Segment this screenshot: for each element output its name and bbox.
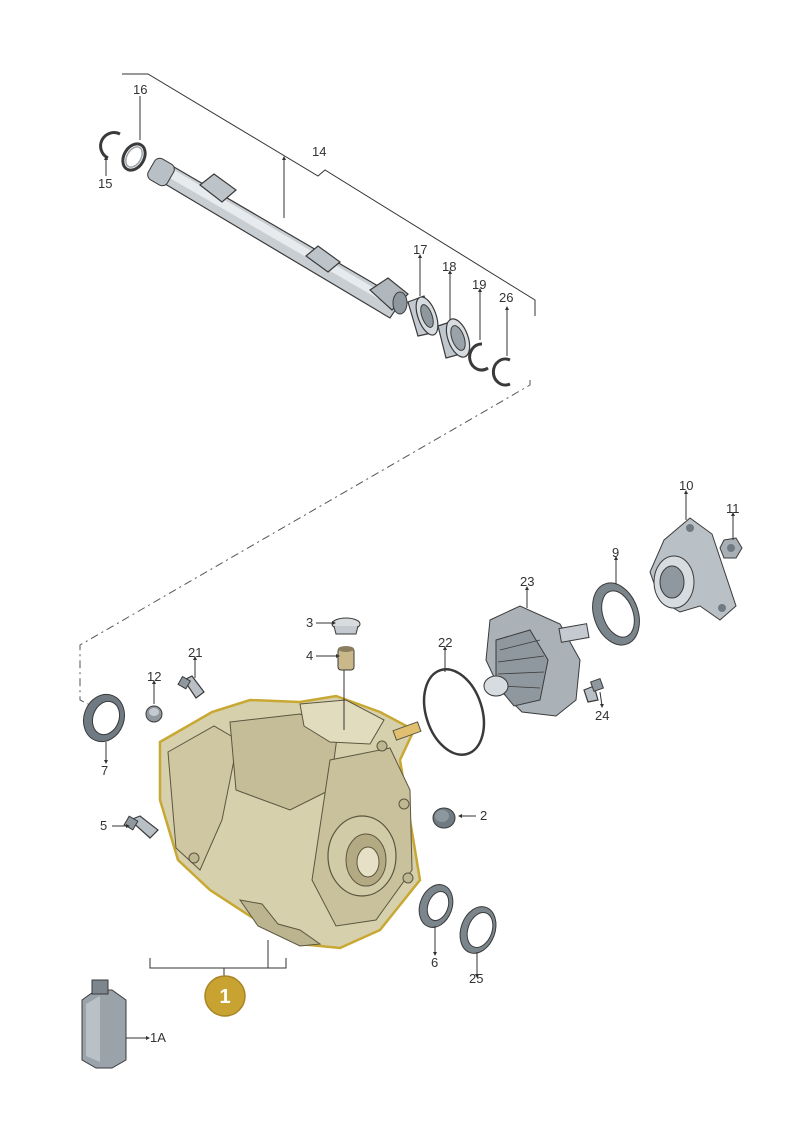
bearing-17[interactable] [407,294,442,338]
label-17: 17 [413,242,427,257]
circlip-26[interactable] [491,357,511,387]
leader-arrowheads [104,156,735,1040]
label-24: 24 [595,708,609,723]
drive-shaft[interactable] [145,156,409,319]
bevel-gear-23[interactable] [483,605,590,717]
leader-lines [105,96,734,1039]
label-25: 25 [469,971,483,986]
output-flange-opening [327,815,397,897]
bolt-21[interactable] [177,675,205,699]
label-3: 3 [306,615,313,630]
drive-flange-10[interactable] [649,517,737,621]
part-badge-1[interactable]: 1 [204,975,246,1017]
bolt-5[interactable] [123,815,159,839]
plug-12[interactable] [145,705,163,723]
label-12: 12 [147,669,161,684]
label-11: 11 [726,501,740,516]
label-19: 19 [472,277,486,292]
badge-1-label: 1 [219,986,230,1008]
shaft-seal-7[interactable] [77,689,131,748]
circlip-19[interactable] [468,342,489,372]
label-14: 14 [312,144,326,159]
label-9: 9 [612,545,619,560]
label-10: 10 [679,478,693,493]
nut-11[interactable] [719,537,743,559]
label-21: 21 [188,645,202,660]
bearing-18[interactable] [437,316,474,360]
o-ring-22[interactable] [414,662,494,763]
circlip-15[interactable] [99,131,121,160]
label-18: 18 [442,259,456,274]
part-labels: 16 15 14 17 18 19 26 10 11 9 23 22 3 4 2… [98,82,740,1045]
label-26: 26 [499,290,513,305]
seal-ring-25[interactable] [454,902,502,959]
label-23: 23 [520,574,534,589]
label-4: 4 [306,648,313,663]
breather-pipe [392,721,422,741]
label-16: 16 [133,82,147,97]
label-6: 6 [431,955,438,970]
label-7: 7 [101,763,108,778]
plug-2[interactable] [432,807,456,829]
label-22: 22 [438,635,452,650]
shaft-seal-6[interactable] [413,880,458,932]
seal-9[interactable] [584,576,647,651]
label-15: 15 [98,176,112,191]
cap-3[interactable] [331,617,361,635]
seal-ring-16[interactable] [118,140,149,174]
label-1a: 1A [150,1030,166,1045]
sleeve-4[interactable] [337,646,355,671]
oil-bottle[interactable] [81,979,127,1069]
label-2: 2 [480,808,487,823]
shaft-assembly-frame [79,73,536,707]
transfer-case-housing[interactable] [158,694,422,950]
bolt-24[interactable] [583,677,605,703]
label-5: 5 [100,818,107,833]
